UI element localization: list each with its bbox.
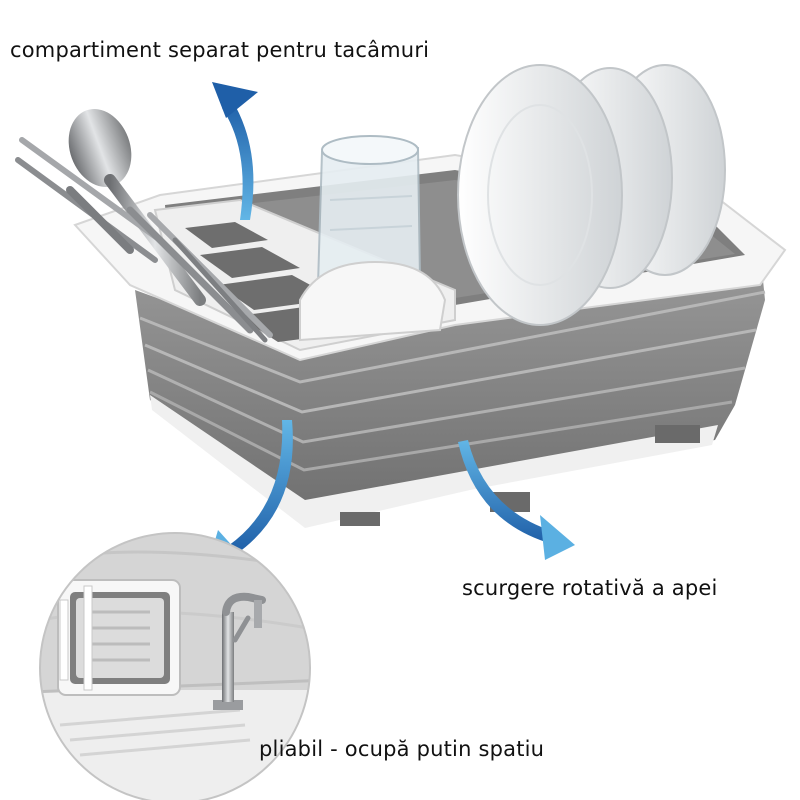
cutlery-icon [15, 109, 273, 343]
glass [316, 135, 422, 287]
faucet-icon [213, 592, 266, 710]
arrow-down-right-icon [458, 440, 575, 560]
caption-foldable: pliabil - ocupă putin spatiu [259, 737, 545, 761]
caption-rotating-drain: scurgere rotativă a apei [462, 576, 718, 600]
caption-cutlery-compartment: compartiment separat pentru tacâmuri [10, 38, 430, 62]
folded-rack-inset [39, 532, 311, 800]
dish-rack-basin [135, 250, 766, 528]
cup [299, 260, 447, 342]
plates [457, 64, 726, 326]
arrow-up-icon [212, 82, 258, 220]
